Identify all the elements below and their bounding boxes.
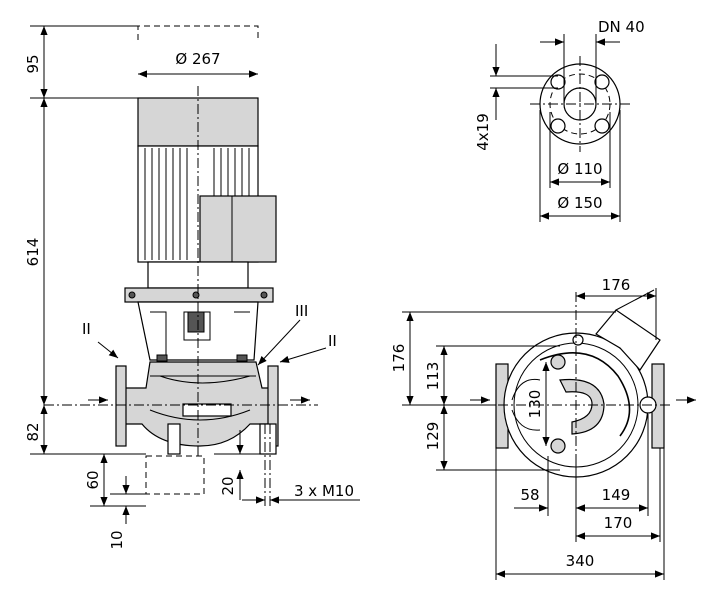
dim-130: 130 <box>526 390 544 419</box>
base-clearance <box>145 455 205 495</box>
dim-axis-to-base: 82 <box>24 422 42 441</box>
dim-340: 340 <box>566 552 595 570</box>
dim-motor-clearance: 95 <box>24 54 42 73</box>
label-II-right: II <box>328 332 337 350</box>
flange-diameter: Ø 150 <box>557 194 602 212</box>
dim-113: 113 <box>424 362 442 391</box>
dim-149: 149 <box>602 486 631 504</box>
dim-bolt-depth: 20 <box>219 476 237 495</box>
dim-motor-height: 614 <box>24 238 42 267</box>
thread-note: 3 x M10 <box>294 482 354 500</box>
discharge-nozzle <box>595 309 661 371</box>
dim-170: 170 <box>604 514 633 532</box>
label-III: III <box>295 302 308 320</box>
hole-count-label: 4x19 <box>474 113 492 151</box>
dim-foot-height: 60 <box>84 470 102 489</box>
top-view: 176 176 113 129 130 58 149 170 <box>390 276 696 580</box>
motor-fins <box>144 148 250 260</box>
terminal-box <box>199 195 277 263</box>
dn-label: DN 40 <box>598 18 645 36</box>
bolt-circle-diameter: Ø 110 <box>557 160 602 178</box>
dim-58: 58 <box>520 486 539 504</box>
dim-foot-plate: 10 <box>108 530 126 549</box>
dim-129: 129 <box>424 422 442 451</box>
label-II-left: II <box>82 320 91 338</box>
dim-176-left: 176 <box>390 344 408 373</box>
side-view: 95 614 82 60 10 Ø 267 20 3 x M10 II III … <box>24 25 360 550</box>
dim-motor-diameter: Ø 267 <box>175 50 220 68</box>
inlet-flange <box>115 365 127 447</box>
flange-view: DN 40 4x19 Ø 110 Ø 150 <box>474 18 645 222</box>
dim-176-top: 176 <box>602 276 631 294</box>
